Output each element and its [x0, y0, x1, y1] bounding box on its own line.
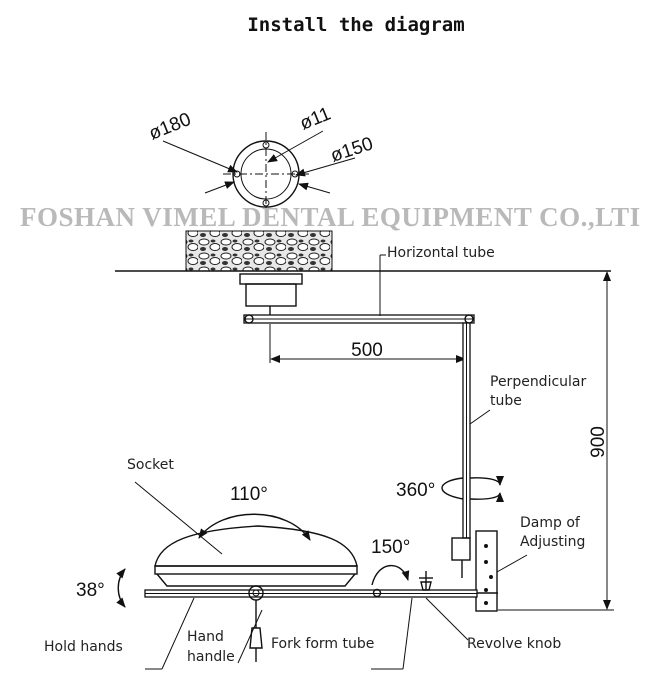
- mounting-base: [239, 273, 303, 316]
- lamp-head: [154, 525, 358, 587]
- horizontal-length-label: 500: [351, 340, 383, 361]
- rotation-150-label: 150°: [371, 537, 410, 558]
- height-label: 900: [588, 426, 609, 458]
- hole-diameter-label: ø11: [297, 103, 334, 134]
- tilt-indicator: [116, 568, 126, 608]
- height-dimension: [498, 271, 614, 611]
- mounting-flange-top-view: [162, 130, 356, 216]
- perpendicular-tube-label-1: Perpendicular: [490, 374, 587, 390]
- fork-form-tube: [144, 588, 498, 598]
- angle-110-indicator: [198, 513, 311, 541]
- angle-110-label: 110°: [230, 484, 268, 505]
- damp-adjusting-block: [451, 530, 498, 612]
- hold-hands-label: Hold hands: [44, 639, 123, 655]
- socket-leader: [134, 481, 223, 555]
- diagram-title: Install the diagram: [247, 14, 464, 36]
- perpendicular-tube-label-2: tube: [490, 393, 522, 409]
- outer-diameter-label: ø180: [146, 109, 194, 145]
- perpendicular-tube: [462, 322, 471, 539]
- rotation-150-indicator: [371, 564, 410, 586]
- ceiling-concrete: [185, 230, 333, 272]
- socket-label: Socket: [127, 457, 174, 473]
- fork-form-tube-label: Fork form tube: [271, 636, 374, 652]
- horizontal-tube-label: Horizontal tube: [387, 245, 495, 261]
- revolve-knob: [419, 571, 433, 591]
- tilt-label: 38°: [76, 580, 105, 601]
- damp-label-2: Adjusting: [520, 534, 585, 550]
- watermark: FOSHAN VIMEL DENTAL EQUIPMENT CO.,LTI: [20, 202, 641, 232]
- bolt-circle-label: ø150: [328, 133, 376, 166]
- revolve-knob-label: Revolve knob: [467, 636, 561, 652]
- horizontal-tube: [243, 314, 475, 324]
- rotation-360-indicator: [441, 475, 504, 503]
- hand-handle-label-1: Hand: [187, 629, 224, 645]
- hand-handle-label-2: handle: [187, 649, 235, 665]
- rotation-360-label: 360°: [396, 480, 435, 501]
- damp-label-1: Damp of: [520, 515, 581, 531]
